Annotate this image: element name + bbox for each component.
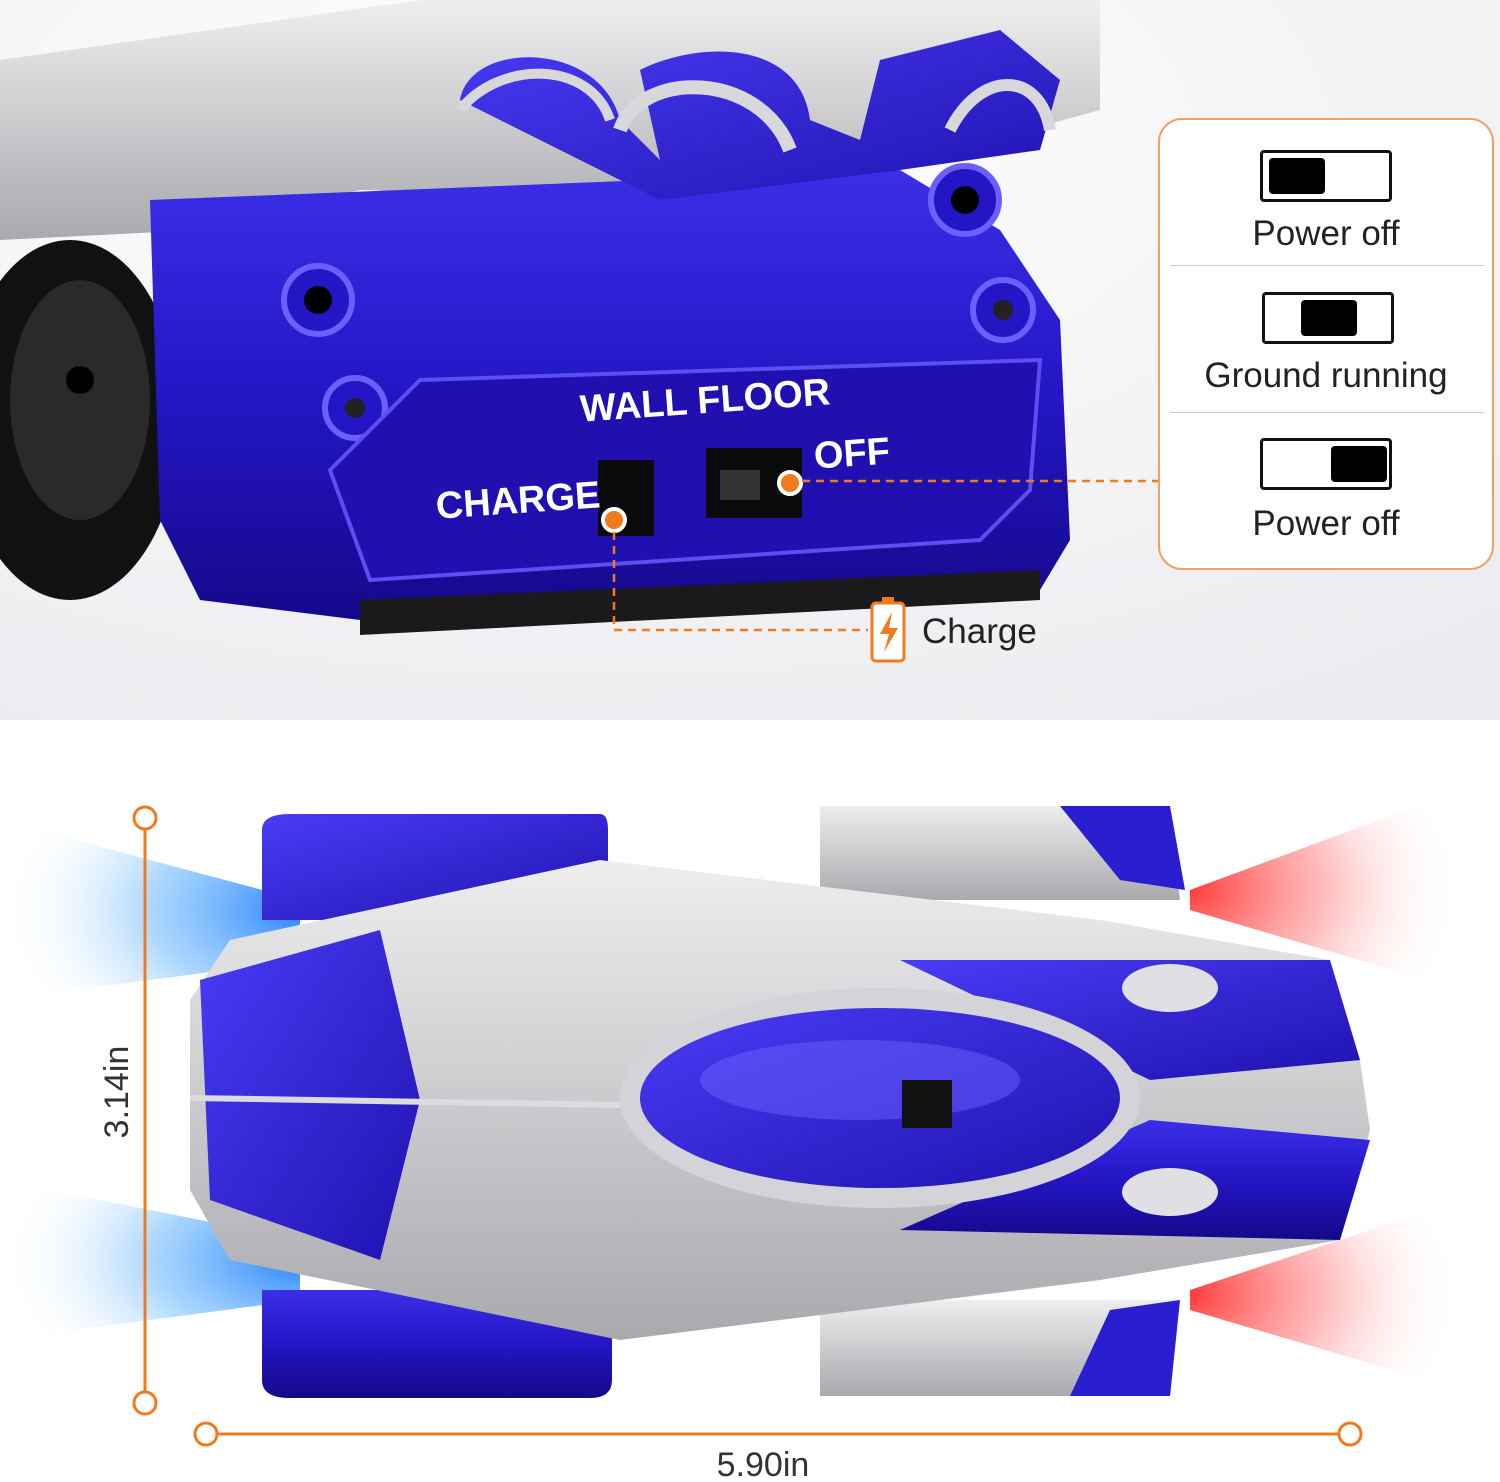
battery-bolt-icon (870, 597, 906, 663)
charge-leader-line (612, 532, 868, 632)
height-label: 3.14in (98, 1046, 136, 1139)
width-dimension (193, 1421, 1363, 1447)
switch-state-label: Power off (1252, 214, 1400, 253)
car-top-view (189, 806, 1370, 1398)
switch-state-label: Power off (1252, 504, 1400, 543)
switch-off-left-diagram (1260, 150, 1392, 202)
height-dimension (132, 805, 158, 1416)
charge-port-marker (601, 507, 627, 533)
switch-marker (777, 470, 803, 496)
divider (1170, 265, 1484, 266)
switch-knob (1269, 158, 1325, 194)
off-marking: OFF (813, 430, 892, 477)
switch-ground-running-diagram (1262, 292, 1394, 344)
car-rear-view (0, 0, 1100, 635)
width-label: 5.90in (717, 1446, 810, 1482)
charge-callout-label: Charge (922, 612, 1037, 651)
switch-knob (1331, 446, 1387, 482)
switch-state-panel: Power off Ground running Power off (1158, 118, 1494, 570)
switch-off-right-diagram (1260, 438, 1392, 490)
switch-knob (1301, 300, 1357, 336)
switch-state-label: Ground running (1204, 356, 1448, 395)
divider (1170, 412, 1484, 413)
